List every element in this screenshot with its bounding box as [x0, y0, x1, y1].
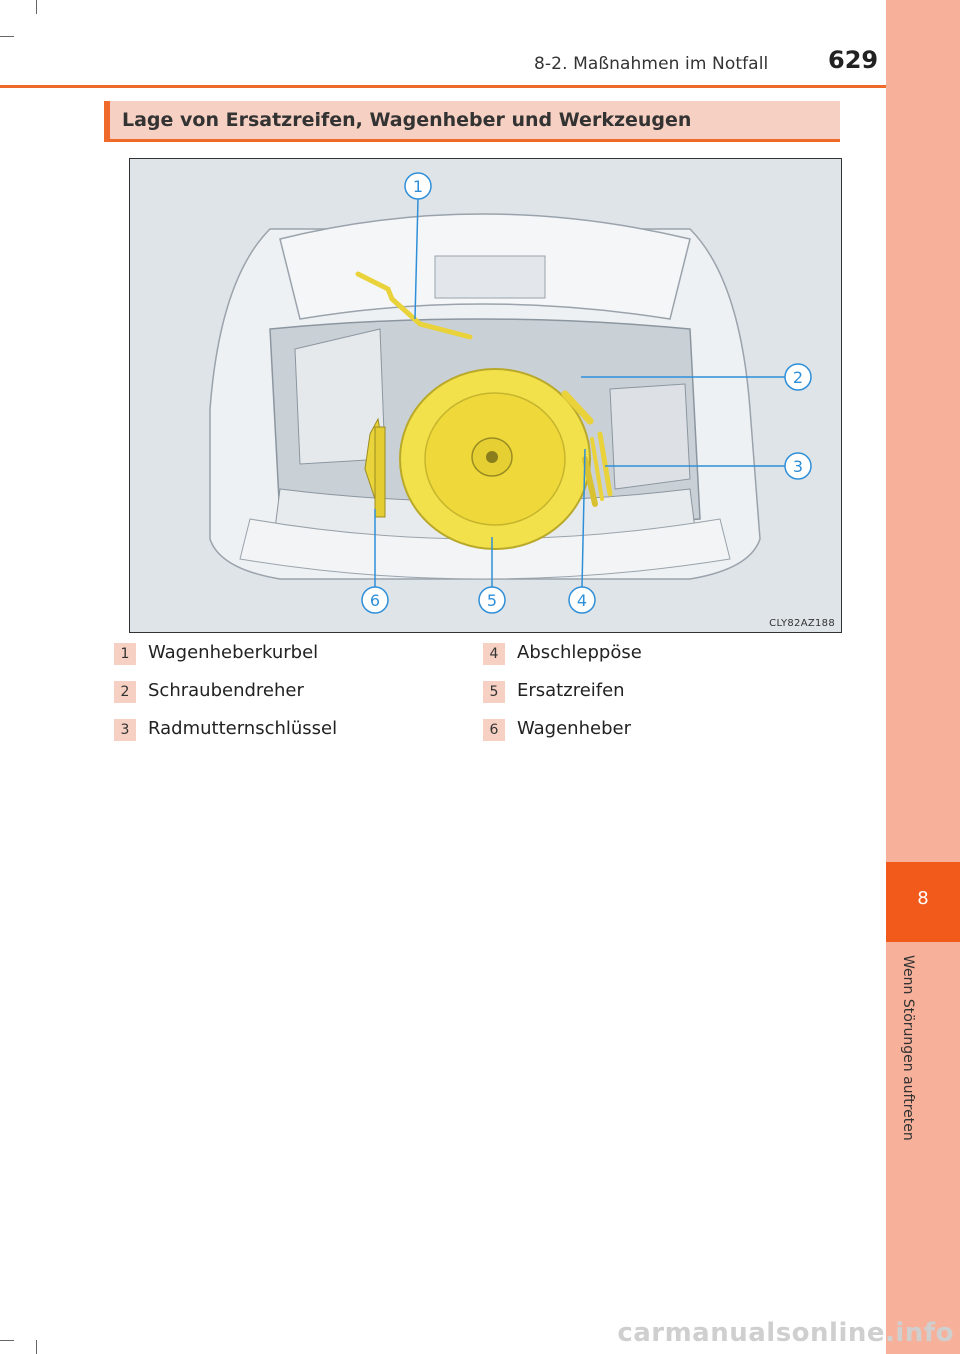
header-rule	[0, 85, 886, 88]
legend-number: 1	[114, 643, 136, 665]
legend-label: Radmutternschlüssel	[148, 718, 338, 739]
legend-label: Ersatzreifen	[517, 680, 625, 701]
callout-4: 4	[577, 591, 587, 610]
callout-3: 3	[793, 457, 803, 476]
callout-2: 2	[793, 368, 803, 387]
watermark: carmanualsonline.info	[617, 1318, 954, 1348]
legend-number: 3	[114, 719, 136, 741]
chapter-number-tab[interactable]: 8	[886, 862, 960, 942]
legend-item-5: 5 Ersatzreifen	[483, 680, 625, 703]
trunk-illustration: 1 2 3 4 5 6 CLY82AZ188	[129, 158, 842, 633]
legend-item-3: 3 Radmutternschlüssel	[114, 718, 338, 741]
legend-number: 6	[483, 719, 505, 741]
chapter-number: 8	[917, 888, 929, 909]
section-title-bar: Lage von Ersatzreifen, Wagenheber und We…	[104, 101, 840, 142]
crop-mark	[36, 1340, 37, 1354]
trunk-drawing: 1 2 3 4 5 6	[130, 159, 841, 632]
legend-label: Abschleppöse	[517, 642, 642, 663]
page-number: 629	[828, 46, 879, 74]
legend-item-6: 6 Wagenheber	[483, 718, 631, 741]
crop-mark	[36, 0, 37, 14]
section-title: Lage von Ersatzreifen, Wagenheber und We…	[122, 109, 692, 131]
crop-mark	[0, 36, 14, 37]
callout-5: 5	[487, 591, 497, 610]
crop-mark	[0, 1340, 14, 1341]
legend-number: 2	[114, 681, 136, 703]
callout-1: 1	[413, 177, 423, 196]
chapter-tab	[886, 0, 960, 1354]
legend-number: 5	[483, 681, 505, 703]
legend-item-2: 2 Schraubendreher	[114, 680, 304, 703]
legend-label: Wagenheber	[517, 718, 631, 739]
legend-label: Wagenheberkurbel	[148, 642, 319, 663]
chapter-title: Wenn Störungen auftreten	[900, 955, 916, 1141]
running-header: 8-2. Maßnahmen im Notfall	[534, 54, 769, 74]
legend-label: Schraubendreher	[148, 680, 304, 701]
callout-6: 6	[370, 591, 380, 610]
figure-code: CLY82AZ188	[769, 618, 835, 629]
legend-item-1: 1 Wagenheberkurbel	[114, 642, 319, 665]
legend-item-4: 4 Abschleppöse	[483, 642, 642, 665]
legend-number: 4	[483, 643, 505, 665]
